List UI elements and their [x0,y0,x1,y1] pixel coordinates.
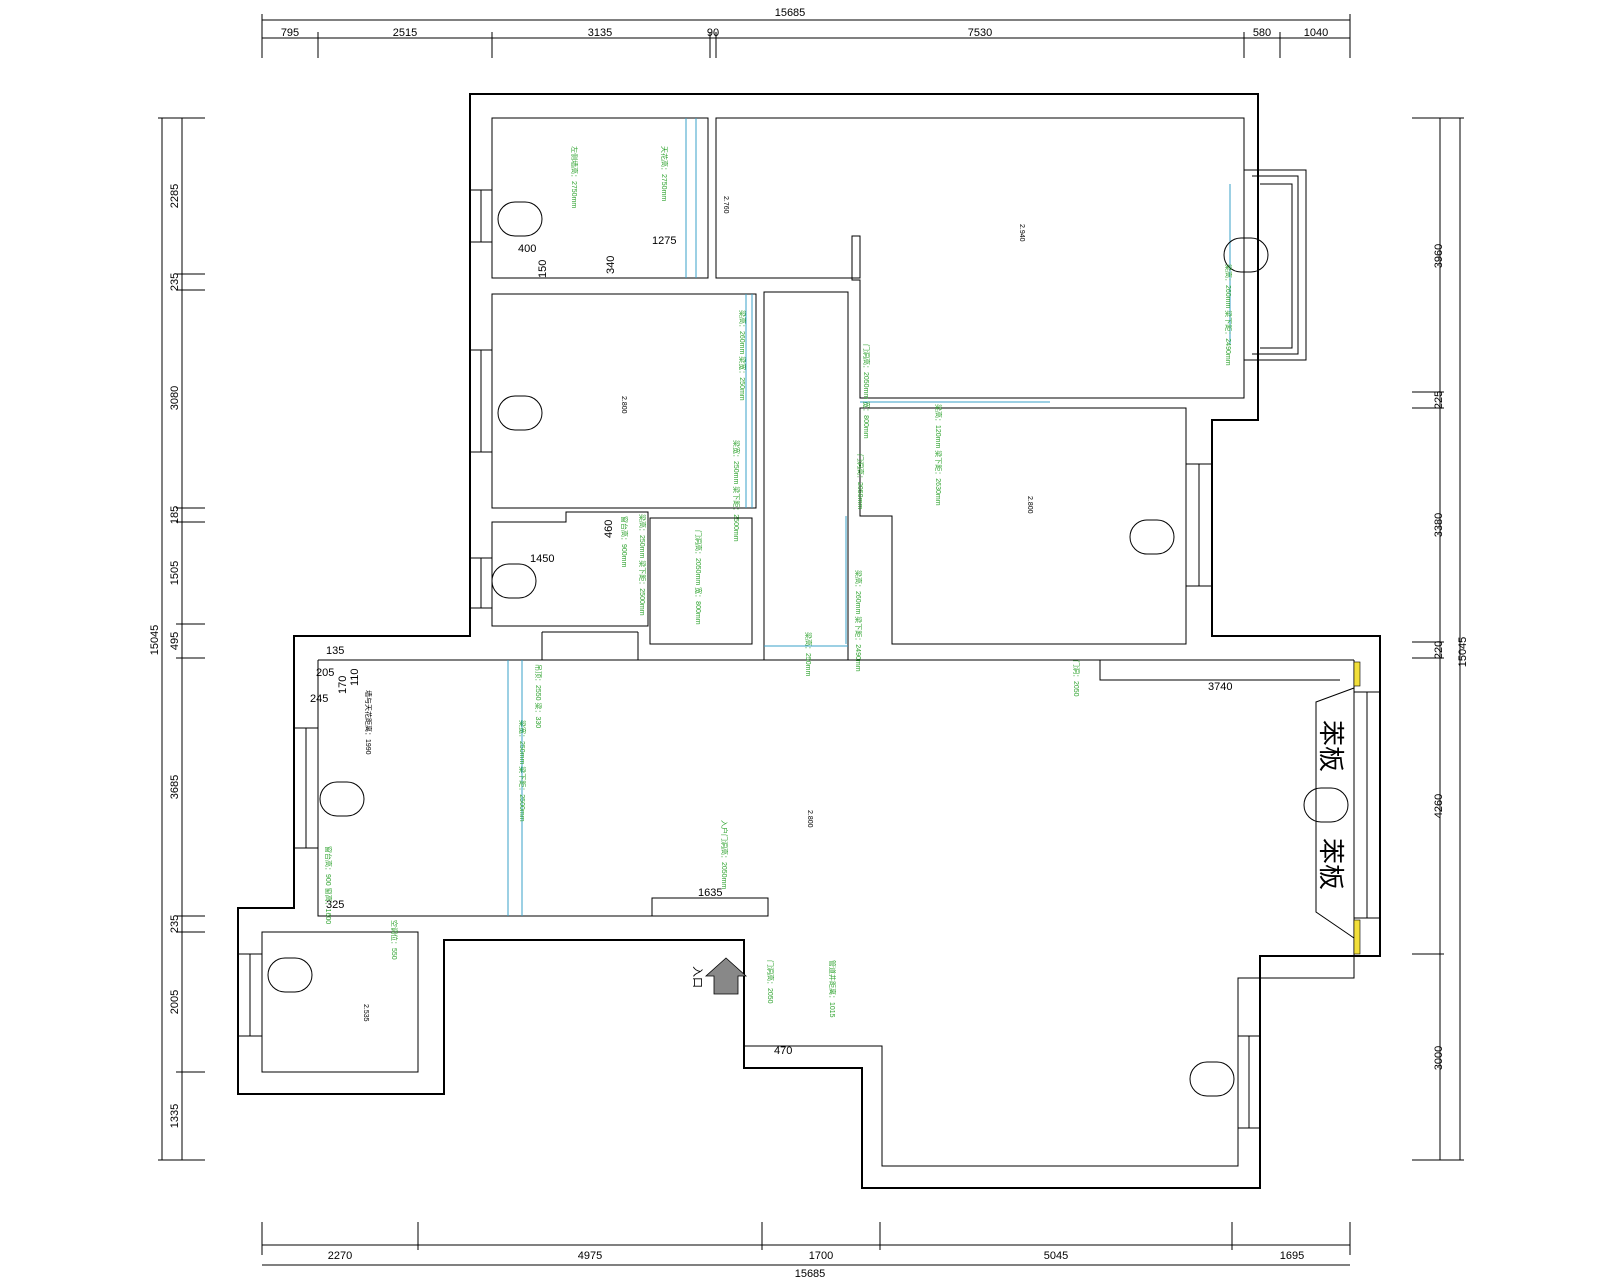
top-dim-5: 7530 [968,27,992,39]
beam-lines [507,118,1231,916]
top-total-dim: 15685 [775,7,806,19]
top-dimension-lines [261,14,1351,58]
note-3: 梁高：260mm 梁下距：2490mm [1224,264,1233,366]
left-dim-2: 235 [169,273,181,291]
note-11: 门洞高：2050mm 宽：800mm [694,530,703,625]
room-height-bed-left: 2.800 [620,396,627,414]
left-dim-6: 495 [169,632,181,650]
top-dim-1: 795 [281,27,299,39]
yellow-marker-bottom [1353,919,1361,955]
dim-205: 205 [316,667,334,679]
room-height-master: 2.940 [1018,224,1025,242]
glass-label-top: 苯板 [1316,720,1346,772]
dim-135: 135 [326,645,344,657]
room-height-small: 2.535 [362,1004,369,1022]
dim-110: 110 [349,668,361,686]
note-19: 管道井距离：1015 [828,960,837,1018]
room-height-bath: 2.760 [722,196,729,214]
note-15: 梁宽：250mm 梁下距：2500mm [518,720,527,822]
top-dim-2: 2515 [393,27,417,39]
room-height-living: 2.800 [806,810,813,828]
note-12: 梁高：260mm 梁下距：2490mm [854,570,863,672]
dim-1450: 1450 [530,553,554,565]
dim-3740: 3740 [1208,681,1232,693]
note-6: 梁宽：250mm 梁下距：2500mm [732,440,741,542]
top-dim-6: 580 [1253,27,1271,39]
note-13: 吊顶：2550 梁：330 [534,664,543,728]
note-1: 左侧墙高：2750mm [570,146,579,208]
bottom-dim-2: 4975 [578,1250,602,1262]
right-dim-1: 3960 [1433,244,1445,268]
wall-ceiling-note: 墙与天花距离：1990 [364,690,373,755]
bottom-dim-3: 1700 [809,1250,833,1262]
dim-325: 325 [326,899,344,911]
dim-1275: 1275 [652,235,676,247]
top-dim-7: 1040 [1304,27,1328,39]
entry-label: 入口 [691,966,703,988]
room-height-bed-right: 2.800 [1026,496,1033,514]
left-total-dim: 15045 [149,625,161,656]
left-dim-10: 1335 [169,1104,181,1128]
dim-460: 460 [603,520,615,538]
bottom-dimension-lines [261,1222,1351,1266]
entry-arrow-icon [704,957,748,995]
left-dim-4: 185 [169,506,181,524]
right-dim-5: 4260 [1433,794,1445,818]
bottom-total-dim: 15685 [795,1268,826,1280]
bottom-dim-1: 2270 [328,1250,352,1262]
left-dim-1: 2285 [169,184,181,208]
dim-400: 400 [518,243,536,255]
dim-170: 170 [337,676,349,694]
right-dim-2: 225 [1433,391,1445,409]
right-dim-3: 3380 [1433,513,1445,537]
right-total-dim: 15045 [1457,637,1469,668]
yellow-marker-top [1353,661,1361,687]
note-16: 梁高：250mm [804,632,813,677]
note-8: 梁高：120mm 梁下距：2630mm [934,404,943,506]
note-9: 梁高：250mm 梁下距：2500mm [638,514,647,616]
note-10: 窗台高：900mm [620,516,629,568]
glass-wedge [1315,687,1355,939]
note-20: 窗台高：900 窗高：1600 [324,846,333,924]
ac-units [267,201,1349,1097]
left-dimension-lines [158,117,205,1161]
note-17: 入户门洞高：2050mm [720,820,729,889]
left-dim-9: 2005 [169,990,181,1014]
bottom-dim-4: 5045 [1044,1250,1068,1262]
left-dim-7: 3685 [169,775,181,799]
dim-1635: 1635 [698,887,722,899]
right-dim-6: 3000 [1433,1046,1445,1070]
note-21: 空调位：550 [390,920,399,960]
green-annotations: 左侧墙高：2750mm 天花高：2750mm 梁高：260mm 梁下距：2490… [324,146,1233,1018]
right-dimension-lines [1412,117,1464,1161]
left-dim-3: 3080 [169,386,181,410]
right-dim-4: 220 [1433,641,1445,659]
top-dim-4: 90 [707,27,719,39]
note-5: 门洞高：2050mm 宽：800mm [862,344,871,439]
note-18: 门洞高：2050 [766,960,775,1004]
top-dim-3: 3135 [588,27,612,39]
dim-150: 150 [537,260,549,278]
note-7: 门洞高：2050mm [856,454,865,509]
dim-470: 470 [774,1045,792,1057]
note-14: 门洞：2050 [1072,660,1081,697]
left-dim-8: 235 [169,915,181,933]
dim-340: 340 [605,256,617,274]
note-2: 天花高：2750mm [660,146,669,201]
note-4: 梁高：260mm 梁宽：250mm [738,310,747,401]
bottom-dim-5: 1695 [1280,1250,1304,1262]
left-dim-5: 1505 [169,561,181,585]
dim-245: 245 [310,693,328,705]
glass-label-bottom: 苯板 [1316,838,1346,890]
